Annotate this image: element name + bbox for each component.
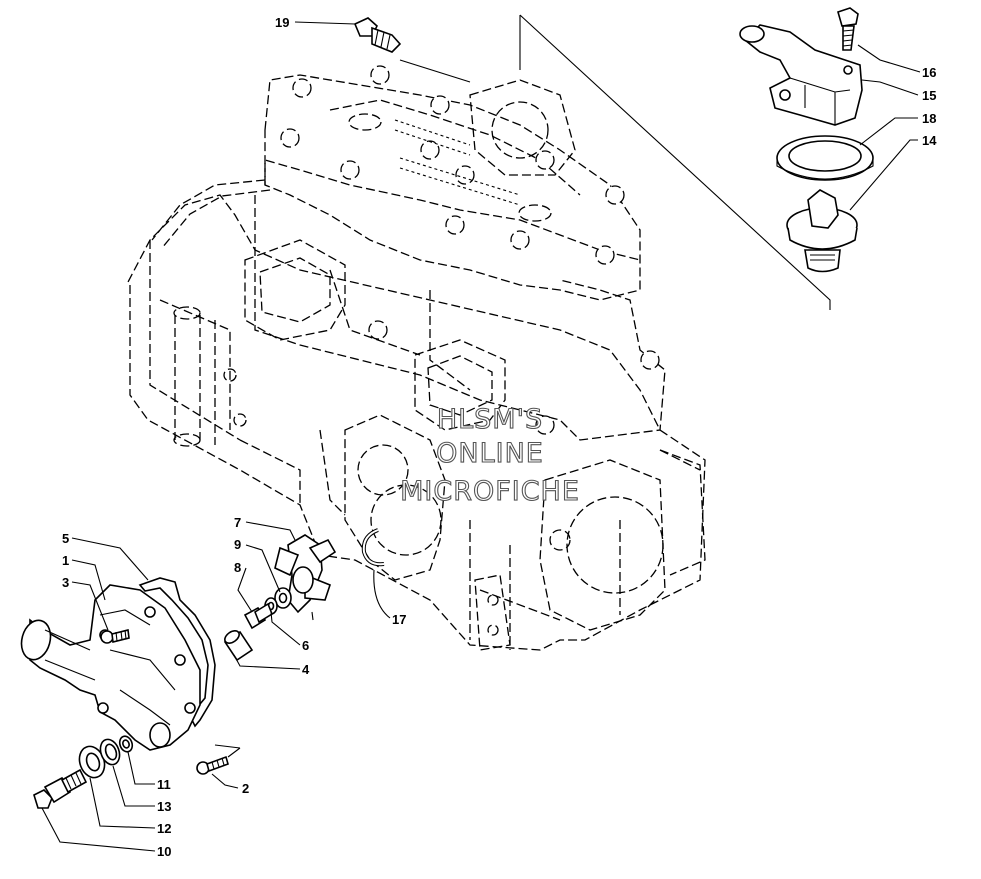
part-11-washer <box>118 735 134 753</box>
callout-13: 13 <box>157 799 171 814</box>
part-3-screw <box>100 629 130 644</box>
head-bolts <box>280 65 660 435</box>
part-19-fitting <box>353 17 402 53</box>
part-12-washer <box>78 745 106 779</box>
callout-1: 1 <box>62 553 69 568</box>
part-15-thermostat-housing <box>739 24 863 126</box>
callout-6: 6 <box>302 638 309 653</box>
callout-19: 19 <box>275 15 289 30</box>
callout-9: 9 <box>234 537 241 552</box>
callout-12: 12 <box>157 821 171 836</box>
callout-7: 7 <box>234 515 241 530</box>
part-1-water-pump-cover <box>20 584 201 751</box>
callout-17: 17 <box>392 612 406 627</box>
watermark-line-2: ONLINE <box>436 438 544 469</box>
part-9-washer <box>274 587 292 609</box>
part-13-o-ring <box>99 738 121 766</box>
watermark: HLSM'S ONLINE MICROFICHE <box>400 403 580 507</box>
part-2-screw <box>196 744 241 775</box>
callout-8: 8 <box>234 560 241 575</box>
callout-labels: 19 16 15 18 14 17 5 1 3 7 9 8 6 4 2 11 1… <box>62 15 937 859</box>
callout-2: 2 <box>242 781 249 796</box>
part-7-impeller <box>274 534 337 621</box>
part-14-thermostat <box>786 189 858 273</box>
part-17-circlip <box>361 528 385 567</box>
part-10-bolt <box>33 768 88 809</box>
callout-16: 16 <box>922 65 936 80</box>
leader-lines <box>41 21 921 852</box>
part-18-gasket <box>776 135 874 181</box>
watermark-line-1: HLSM'S <box>437 404 543 435</box>
callout-11: 11 <box>157 777 171 792</box>
part-4-sleeve <box>223 630 254 662</box>
part-5-gasket <box>138 577 216 728</box>
part-16-bolt <box>837 7 859 51</box>
callout-10: 10 <box>157 844 171 859</box>
callout-4: 4 <box>302 662 310 677</box>
detail-frame-line <box>399 14 831 310</box>
watermark-line-3: MICROFICHE <box>400 476 580 507</box>
part-8-bolt <box>243 602 273 630</box>
engine-assembly <box>127 65 706 651</box>
callout-14: 14 <box>922 133 937 148</box>
callout-18: 18 <box>922 111 936 126</box>
callout-5: 5 <box>62 531 69 546</box>
callout-15: 15 <box>922 88 936 103</box>
callout-3: 3 <box>62 575 69 590</box>
